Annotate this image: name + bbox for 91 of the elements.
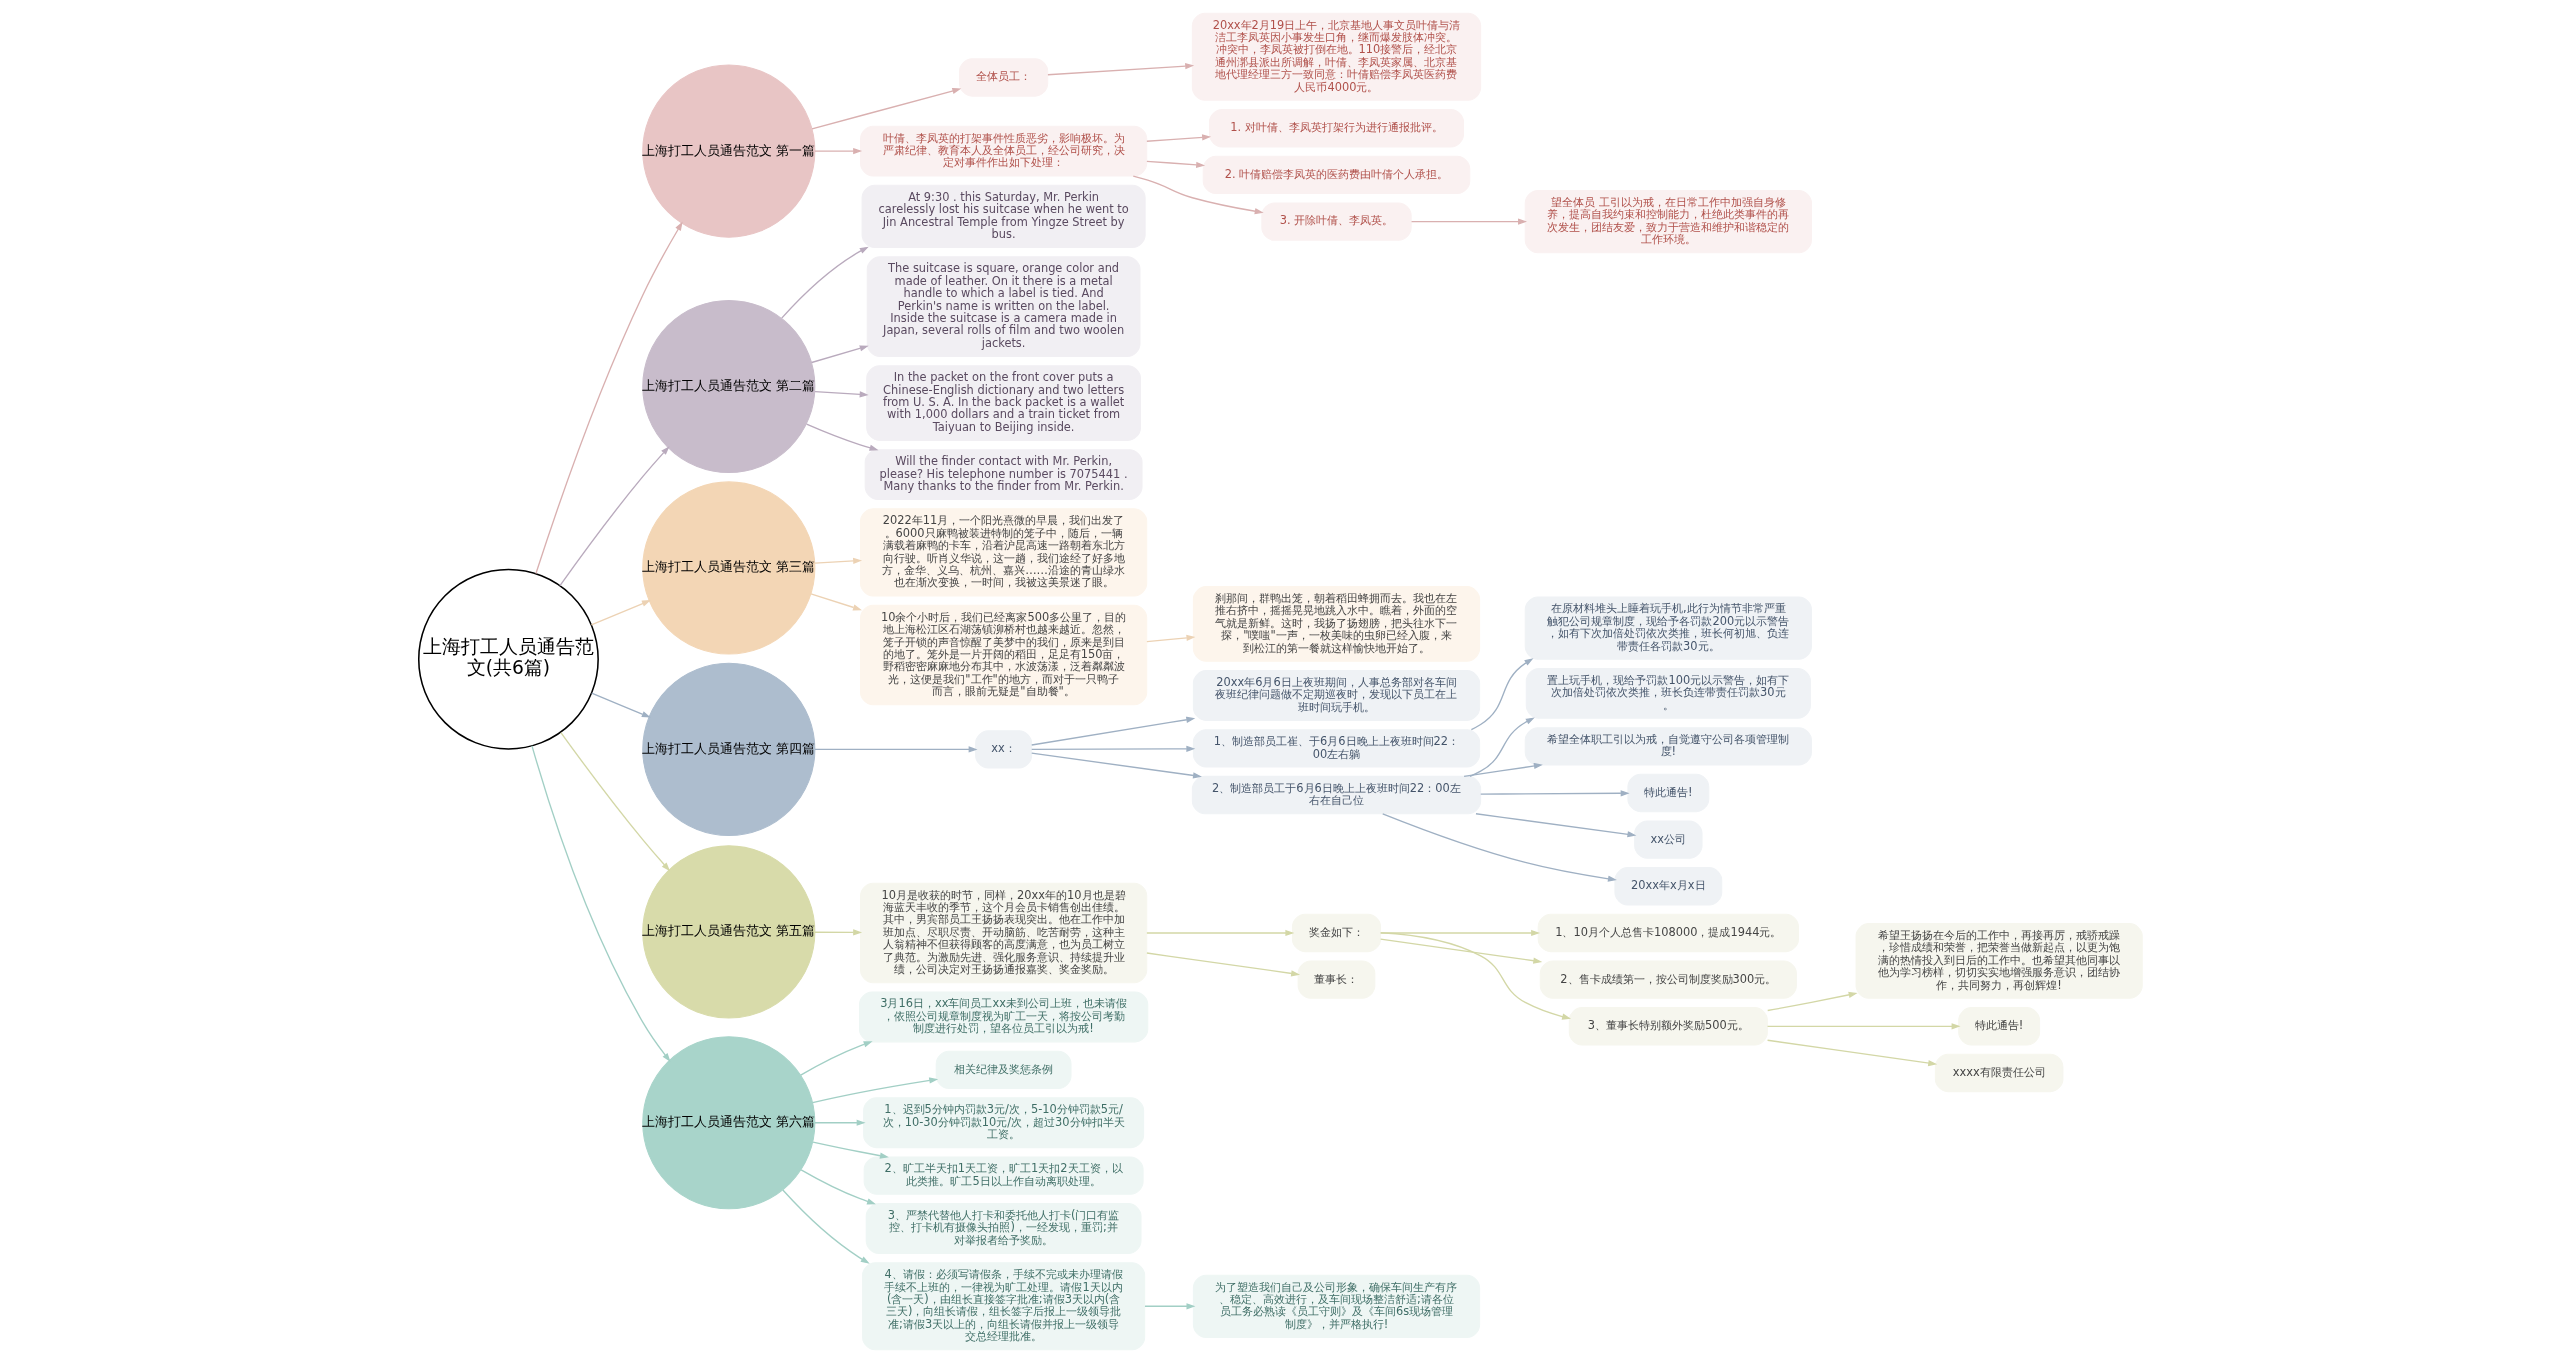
node-box: 2、制造部员工于6月6日晚上上夜班时间22：00左右在自己位 bbox=[1191, 775, 1481, 814]
arrow bbox=[1379, 929, 1540, 936]
arrow bbox=[811, 1140, 889, 1159]
node-circle: 上海打工人员通告范文 第六篇 bbox=[641, 1035, 815, 1209]
arrow bbox=[1145, 634, 1195, 642]
arrow bbox=[1379, 931, 1571, 1020]
node-box: 2. 叶倩赔偿李凤英的医药费由叶倩个人承担。 bbox=[1202, 155, 1470, 194]
node-box: 3、董事长特别额外奖励500元。 bbox=[1568, 1006, 1768, 1045]
arrow bbox=[1145, 951, 1300, 976]
arrow bbox=[799, 1168, 876, 1204]
arrow bbox=[1030, 716, 1195, 746]
arrow bbox=[1046, 62, 1194, 75]
node-box: 3月16日，xx车间员工xx未到公司上班，也未请假，依照公司规章制度视为旷工一天，将按公司考勤制度进行处罚，望各位员工引以为戒! bbox=[858, 991, 1148, 1042]
arrow bbox=[1766, 991, 1858, 1011]
arrow bbox=[813, 390, 869, 397]
node-box: 叶倩、李凤英的打架事件性质恶劣，影响极坏。为严肃纪律、教育本人及全体员工，经公司研究，决定对事件作出如下处理： bbox=[859, 125, 1147, 176]
arrow bbox=[813, 745, 978, 753]
arrow bbox=[813, 1119, 866, 1126]
arrow bbox=[1379, 937, 1542, 964]
node-box: 全体员工： bbox=[958, 57, 1048, 97]
node-box: 相关纪律及奖惩条例 bbox=[935, 1050, 1072, 1089]
arrow bbox=[1145, 160, 1205, 168]
arrow bbox=[810, 87, 961, 130]
node-box: 希望王扬扬在今后的工作中，再接再厉，戒骄戒躁，珍惜成绩和荣誉，把荣誉当做新起点，以更为饱满的热情投入到日后的工作中。也希望其他同事以他为学习榜样，切切实实地增强服务意识，团结协作，共同努力，再创辉煌! bbox=[1855, 922, 2143, 999]
node-box: 董事长： bbox=[1297, 959, 1375, 999]
node-box: 3、严禁代替他人打卡和委托他人打卡(门口有监控、打卡机有摄像头拍照)，一经发现，重罚;并对举报者给予奖励。 bbox=[865, 1202, 1142, 1254]
node-box: 2、售卡成绩第一，按公司制度奖励300元。 bbox=[1539, 959, 1797, 999]
arrow bbox=[530, 744, 671, 1062]
node-circle: 上海打工人员通告范文(共6篇) bbox=[417, 568, 599, 750]
node-box: 特此通告! bbox=[1957, 1006, 2040, 1045]
node-box: 2022年11月，一个阳光熹微的早晨，我们出发了。6000只麻鸭被装进特制的笼子中，随后，一辆满载着麻鸭的卡车，沿着沪昆高速一路朝着东北方向行驶。听肖义华说，这一趟，我们途经了好多地方，金华、义乌、杭州、嘉兴……沿途的青山绿水也在渐次变换，一时间，我被这美景迷了眼。 bbox=[859, 507, 1147, 596]
arrow bbox=[813, 147, 862, 154]
arrow bbox=[1410, 217, 1527, 225]
node-box: 为了塑造我们自己及公司形象，确保车间生产有序、稳定、高效进行，及车间现场整洁舒适;请各位员工务必熟读《员工守则》及《车间6s现场管理制度》，并严格执行! bbox=[1192, 1274, 1480, 1338]
arrow bbox=[1470, 657, 1533, 730]
arrow bbox=[1462, 762, 1543, 777]
node-box: 特此通告! bbox=[1626, 773, 1709, 812]
node-box: In the packet on the front cover puts a Chinese-English dictionary and two letters from U. S. A. In the back packet is a wallet with 1,000 dollars and a train ticket from Taiyuan to Beijing inside. bbox=[865, 364, 1141, 441]
node-box: Will the finder contact with Mr. Perkin, please? His telephone number is 7075441 . Many thanks to the finder from Mr. Perkin. bbox=[864, 448, 1143, 500]
arrow bbox=[1132, 174, 1264, 214]
arrow bbox=[799, 1040, 873, 1076]
node-box: xxxx有限责任公司 bbox=[1934, 1053, 2063, 1092]
arrow bbox=[558, 445, 670, 586]
arrow bbox=[810, 344, 869, 363]
node-box: 希望全体职工引以为戒，自觉遵守公司各项管理制度! bbox=[1524, 726, 1812, 765]
node-circle: 上海打工人员通告范文 第一篇 bbox=[641, 64, 815, 238]
arrow bbox=[1479, 789, 1630, 796]
node-box: At 9:30 . this Saturday, Mr. Perkin carelessly lost his suitcase when he went to Jin Ancestral Temple from Yingze Street by bus. bbox=[861, 184, 1146, 248]
arrow bbox=[809, 592, 862, 610]
arrow bbox=[1766, 1039, 1937, 1066]
node-box: 20xx年6月6日上夜班期间，人事总务部对各车间夜班纪律问题做不定期巡夜时，发现以下员工在上班时间玩手机。 bbox=[1192, 669, 1480, 721]
node-box: 10余个小时后，我们已经离家500多公里了，目的地上海松江区石湖荡镇泖桥村也越来越近。忽然，笼子开锁的声音惊醒了美梦中的我们，原来是到目的地了。笼外是一片开阔的稻田，足足有150亩，野稻密密麻麻地分布其中，水波荡漾，泛着粼粼波光，这便是我们"工作"的地方，而对于一只鸭子而言，眼前无疑是"自助餐"。 bbox=[859, 604, 1147, 705]
node-box: 3. 开除叶倩、李凤英。 bbox=[1260, 201, 1412, 241]
arrow bbox=[805, 422, 878, 451]
node-box: xx公司 bbox=[1633, 819, 1703, 859]
arrow bbox=[1145, 133, 1211, 142]
node-box: 1. 对叶倩、李凤英打架行为进行通报批评。 bbox=[1208, 108, 1464, 147]
node-box: 1、迟到5分钟内罚款3元/次，5-10分钟罚款5元/次，10-30分钟罚款10元/次，超过30分钟扣半天工资。 bbox=[862, 1096, 1144, 1148]
node-box: 奖金如下： bbox=[1291, 913, 1381, 952]
arrow bbox=[590, 599, 651, 626]
node-box: 20xx年2月19日上午，北京基地人事文员叶倩与清洁工李凤英因小事发生口角，继而爆发肢体冲突。冲突中，李凤英被打倒在地。110接警后，经北京通州漷县派出所调解，叶倩、李凤英家属、北京基地代理经理三方一致同意：叶倩赔偿李凤英医药费人民币4000元。 bbox=[1191, 12, 1481, 101]
arrow bbox=[590, 692, 651, 718]
arrow bbox=[1030, 752, 1202, 778]
arrow bbox=[534, 221, 683, 574]
arrow bbox=[811, 1076, 938, 1103]
arrow bbox=[1381, 812, 1617, 882]
arrow bbox=[813, 557, 862, 564]
node-box: 置上玩手机，现给予罚款100元以示警告，如有下次加倍处罚依次类推，班长负连带责任罚款30元。 bbox=[1525, 667, 1811, 719]
arrow bbox=[1474, 812, 1636, 837]
arrow bbox=[1143, 1302, 1195, 1309]
arrow bbox=[1030, 745, 1195, 752]
node-box: 刹那间，群鸭出笼，朝着稻田蜂拥而去。我也在左推右挤中，摇摇晃晃地跳入水中。瞧着，外面的空气就是新鲜。这时，我扬了扬翅膀，把头往水下一探，"噗嗤"一声，一枚美味的虫卵已经入腹，来到松江的第一餐就这样愉快地开始了。 bbox=[1192, 585, 1480, 662]
arrow bbox=[1468, 716, 1535, 777]
arrow bbox=[559, 731, 670, 871]
arrow bbox=[1766, 1022, 1961, 1029]
node-box: 望全体员 工引以为戒，在日常工作中加强自身修养，提高自我约束和控制能力，杜绝此类事件的再次发生，团结友爱，致力于营造和维护和谐稳定的工作环境。 bbox=[1524, 189, 1812, 253]
arrow bbox=[813, 928, 862, 936]
node-box: 10月是收获的时节，同样，20xx年的10月也是碧海蓝天丰收的季节，这个月会员卡销售创出佳绩。其中，男宾部员工王扬扬表现突出。他在工作中加班加点、尽职尽责、开动脑筋、吃苦耐劳，这种主人翁精神不但获得顾客的高度满意，也为员工树立了典范。为激励先进、强化服务意识、持续提升业绩，公司决定对王扬扬通报嘉奖、奖金奖励。 bbox=[859, 882, 1147, 983]
node-circle: 上海打工人员通告范文 第二篇 bbox=[641, 299, 815, 473]
arrow bbox=[780, 246, 869, 319]
node-box: 在原材料堆头上睡着玩手机,此行为情节非常严重触犯公司规章制度，现给予各罚款200元以示警告，如有下次加倍处罚依次类推，班长何初旭、负连带责任各罚款30元。 bbox=[1524, 595, 1812, 660]
node-box: 1、10月个人总售卡108000，提成1944元。 bbox=[1537, 913, 1799, 952]
node-box: xx： bbox=[974, 729, 1032, 769]
node-box: The suitcase is square, orange color and made of leather. On it there is a metal handle to which a label is tied. And Perkin's name is written on the label. Inside the suitcase is a camera made in Japan, several rolls of film and two woolen jackets. bbox=[866, 255, 1140, 357]
arrow bbox=[1145, 929, 1294, 936]
node-box: 4、请假：必须写请假条，手续不完或未办理请假手续不上班的，一律视为旷工处理。请假1天以内(含一天)，由组长直接签字批准;请假3天以内(含三天)，向组长请假，组长签字后报上一级领导批准;请假3天以上的，向组长请假并报上一级领导交总经理批准。 bbox=[861, 1261, 1145, 1350]
arrow bbox=[781, 1188, 870, 1264]
node-circle: 上海打工人员通告范文 第五篇 bbox=[641, 844, 815, 1019]
node-box: 20xx年x月x日 bbox=[1613, 866, 1722, 905]
node-box: 1、制造部员工崔、于6月6日晚上上夜班时间22：00左右躺 bbox=[1192, 728, 1480, 768]
node-box: 2、旷工半天扣1天工资，旷工1天扣2天工资，以此类推。旷工5日以上作自动离职处理。 bbox=[863, 1155, 1144, 1195]
